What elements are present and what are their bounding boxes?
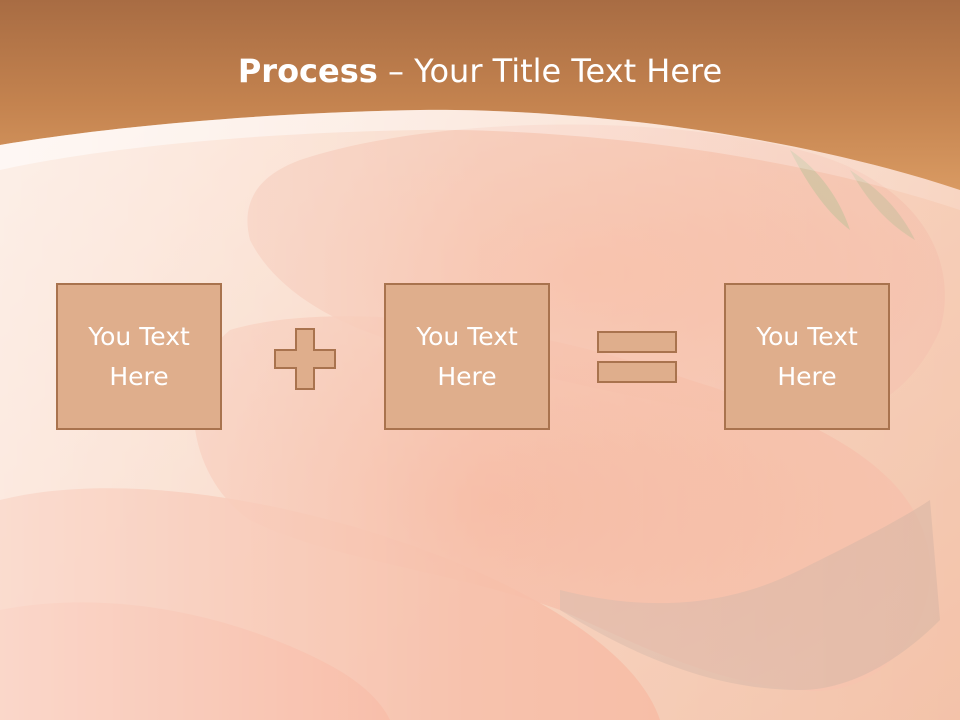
process-box-3-text: You Text Here — [756, 321, 858, 391]
title-bold-text: Process — [237, 52, 378, 90]
process-box-3[interactable]: You Text Here — [724, 283, 890, 430]
plus-icon — [274, 328, 336, 390]
process-box-1[interactable]: You Text Here — [56, 283, 222, 430]
process-box-1-text: You Text Here — [88, 321, 190, 391]
equals-icon — [597, 331, 677, 383]
process-box-2-text: You Text Here — [416, 321, 518, 391]
slide-title[interactable]: Process – Your Title Text Here — [0, 52, 960, 90]
process-box-2[interactable]: You Text Here — [384, 283, 550, 430]
title-rest-text: – Your Title Text Here — [377, 52, 723, 90]
